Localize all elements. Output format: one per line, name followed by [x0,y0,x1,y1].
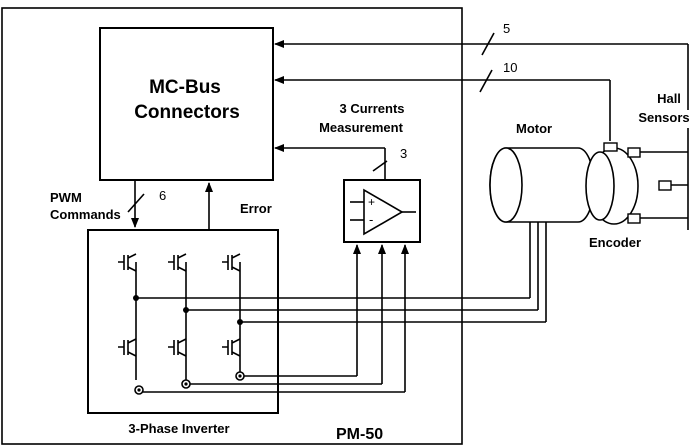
currents-label-line2: Measurement [319,120,403,135]
currents-label-line1: 3 Currents [339,101,404,116]
amp-plus-sign: + [368,195,375,209]
mcbus-title-line2: Connectors [134,102,240,123]
currents-bus: 3 [274,144,407,180]
hall-bus: 5 [274,21,689,110]
currents-bus-count: 3 [400,146,407,161]
inverter-switches [118,253,245,395]
encoder-label: Encoder [589,235,641,250]
hall-bus-count: 5 [503,21,510,36]
pwm-label-line1: PWM [50,190,82,205]
motor [489,142,639,225]
amp-minus-sign: - [369,212,373,227]
pwm-label-line2: Commands [50,207,121,222]
pwm-bus: 6 [127,180,166,228]
pm50-enclosure [1,7,463,445]
inverter-label: 3-Phase Inverter [128,421,229,436]
error-label: Error [240,201,272,216]
encoder-bus-count: 10 [503,60,517,75]
encoder-bus: 10 [274,60,611,141]
mcbus-title-line1: MC-Bus [149,77,221,98]
pm50-label: PM-50 [336,426,383,443]
current-sense-wires [143,244,409,393]
motor-phase-wires [136,222,547,323]
mcbus-connectors-block [99,27,274,181]
hall-label-line1: Hall [657,91,681,106]
hall-label-line2: Sensors [638,110,689,125]
hall-sensors [627,128,689,230]
motor-label: Motor [516,121,552,136]
current-amplifier: + - [343,179,421,243]
pwm-bus-count: 6 [159,188,166,203]
